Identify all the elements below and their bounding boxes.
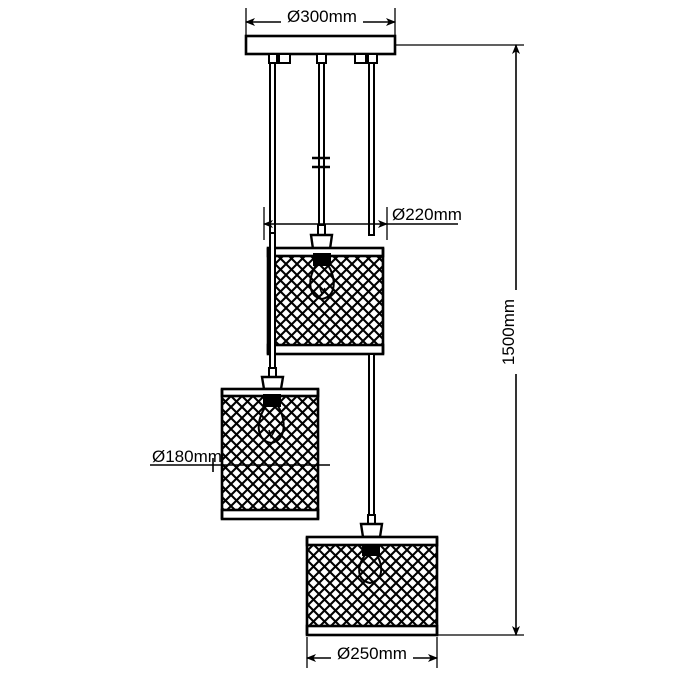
dimension-label-shade-lower: Ø250mm (337, 644, 407, 663)
shade-upper (266, 224, 385, 356)
bulb-middle (257, 394, 285, 445)
cord-left (269, 62, 276, 234)
shade-lower-top-rim (305, 535, 439, 547)
dimension-overall-height: 1500mm (499, 44, 520, 636)
shade-lower-mesh (307, 543, 437, 628)
cord-right (368, 62, 375, 236)
shade-middle-bottom-rim (220, 508, 320, 521)
bulb-lower (358, 544, 383, 585)
dimension-label-canopy: Ø300mm (287, 7, 357, 26)
ceiling-canopy-plate (244, 34, 397, 64)
dimension-shade-upper-width: Ø220mm (263, 205, 462, 240)
cord-adjuster (312, 156, 330, 169)
dimension-label-shade-middle: Ø180mm (152, 447, 222, 466)
shade-upper-bottom-rim (266, 343, 385, 356)
shade-lower-bottom-rim (305, 624, 439, 637)
suspension-cords (269, 62, 375, 236)
cord-middle-run (269, 232, 276, 376)
dimension-shade-lower-width: Ø250mm (306, 644, 438, 663)
dimension-label-overall-height: 1500mm (499, 299, 518, 365)
shade-lower (305, 514, 439, 637)
bulb-upper (309, 253, 335, 301)
shade-middle (220, 367, 320, 521)
shade-middle-mesh (222, 394, 318, 514)
shade-upper-mesh (268, 253, 383, 353)
dimension-shade-middle-width: Ø180mm (150, 447, 330, 472)
extension-lines (245, 8, 524, 668)
dimension-canopy-width: Ø300mm (245, 7, 396, 26)
dimension-label-shade-upper: Ø220mm (392, 205, 462, 224)
cord-lower-run (368, 353, 375, 523)
